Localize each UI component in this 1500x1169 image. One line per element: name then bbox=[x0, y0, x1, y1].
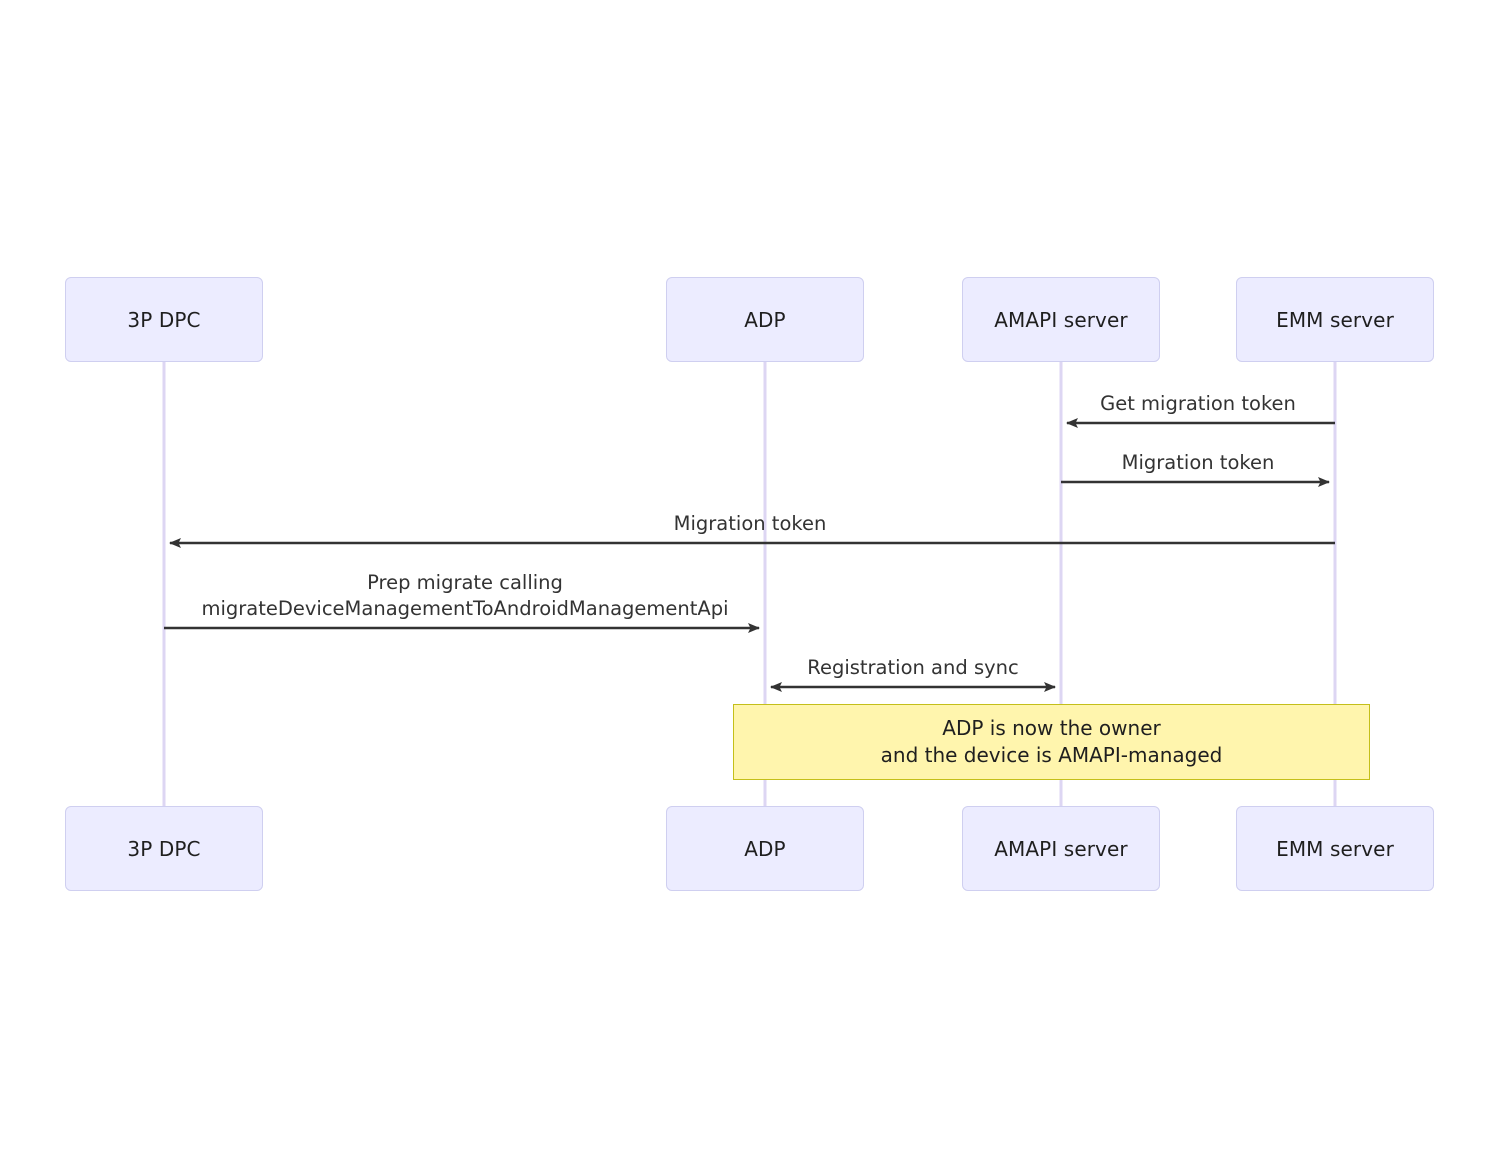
note-line-1: ADP is now the owner bbox=[942, 716, 1161, 740]
message-label-registration-and-sync: Registration and sync bbox=[807, 656, 1019, 679]
participant-label-dpc-top: 3P DPC bbox=[127, 307, 201, 332]
participant-box-dpc-top[interactable]: 3P DPC bbox=[65, 277, 263, 362]
participant-label-emm-bottom: EMM server bbox=[1276, 836, 1394, 861]
note-adp-owner: ADP is now the owner and the device is A… bbox=[733, 704, 1370, 780]
participant-label-emm-top: EMM server bbox=[1276, 307, 1394, 332]
note-line-2: and the device is AMAPI-managed bbox=[880, 743, 1223, 767]
participant-box-emm-bottom[interactable]: EMM server bbox=[1236, 806, 1434, 891]
participant-label-amapi-top: AMAPI server bbox=[994, 307, 1128, 332]
participant-label-adp-top: ADP bbox=[744, 307, 786, 332]
participant-box-amapi-top[interactable]: AMAPI server bbox=[962, 277, 1160, 362]
participant-box-adp-top[interactable]: ADP bbox=[666, 277, 864, 362]
participant-box-adp-bottom[interactable]: ADP bbox=[666, 806, 864, 891]
participant-box-emm-top[interactable]: EMM server bbox=[1236, 277, 1434, 362]
participant-box-amapi-bottom[interactable]: AMAPI server bbox=[962, 806, 1160, 891]
message-label-prep-migrate: Prep migrate calling migrateDeviceManage… bbox=[201, 571, 729, 620]
message-label-migration-token-to-dpc: Migration token bbox=[673, 512, 827, 535]
participant-label-adp-bottom: ADP bbox=[744, 836, 786, 861]
participant-box-dpc-bottom[interactable]: 3P DPC bbox=[65, 806, 263, 891]
participant-label-amapi-bottom: AMAPI server bbox=[994, 836, 1128, 861]
participant-label-dpc-bottom: 3P DPC bbox=[127, 836, 201, 861]
message-arrows bbox=[164, 418, 1335, 692]
message-label-migration-token-to-emm: Migration token bbox=[1121, 451, 1275, 474]
message-label-get-migration-token: Get migration token bbox=[1100, 392, 1296, 415]
